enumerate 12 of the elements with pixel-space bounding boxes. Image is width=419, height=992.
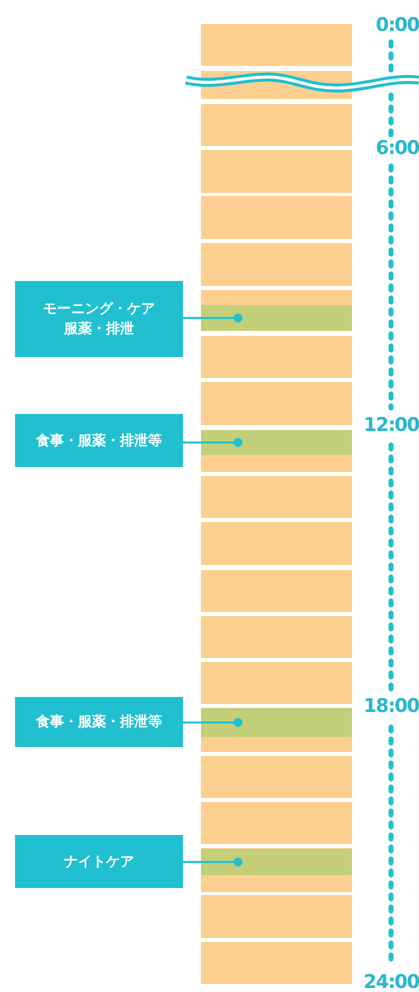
label-box: ナイトケア (15, 835, 183, 888)
highlight-band (201, 430, 352, 455)
highlight-band (201, 849, 352, 875)
leader-line (183, 858, 242, 866)
leader-line (183, 718, 242, 727)
label-box: 食事・服薬・排泄等 (15, 697, 183, 747)
leader-line (183, 438, 242, 447)
label-box: 食事・服薬・排泄等 (15, 414, 183, 467)
highlight-band (201, 708, 352, 737)
highlight-band (201, 305, 352, 331)
leader-line (183, 314, 242, 322)
label-box: モーニング・ケア服薬・排泄 (15, 281, 183, 357)
